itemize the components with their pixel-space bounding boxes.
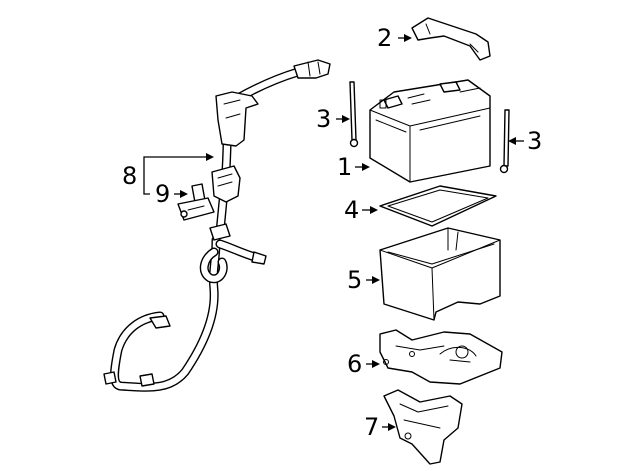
battery-tray-pad[interactable] [379, 185, 497, 227]
callout-8: 8 [122, 162, 137, 190]
callout-3-left: 3 [316, 105, 331, 133]
callout-5: 5 [347, 266, 362, 294]
callout-leaders [143, 34, 524, 431]
battery-tray[interactable] [379, 329, 503, 385]
callout-3-right: 3 [527, 127, 542, 155]
callout-4: 4 [344, 196, 359, 224]
hold-down-bolt-left[interactable] [349, 81, 359, 148]
battery-sensor[interactable] [177, 183, 215, 221]
battery-insulator[interactable] [379, 227, 501, 321]
callout-7: 7 [364, 413, 379, 441]
battery[interactable] [369, 79, 491, 183]
callout-9: 9 [155, 180, 170, 208]
battery-cable-harness[interactable] [103, 59, 331, 392]
tray-support-bracket[interactable] [383, 389, 463, 465]
callout-2: 2 [377, 24, 392, 52]
battery-hold-down-bracket[interactable] [411, 17, 491, 61]
callout-1: 1 [337, 153, 352, 181]
hold-down-bolt-right[interactable] [499, 109, 510, 174]
callout-6: 6 [347, 350, 362, 378]
